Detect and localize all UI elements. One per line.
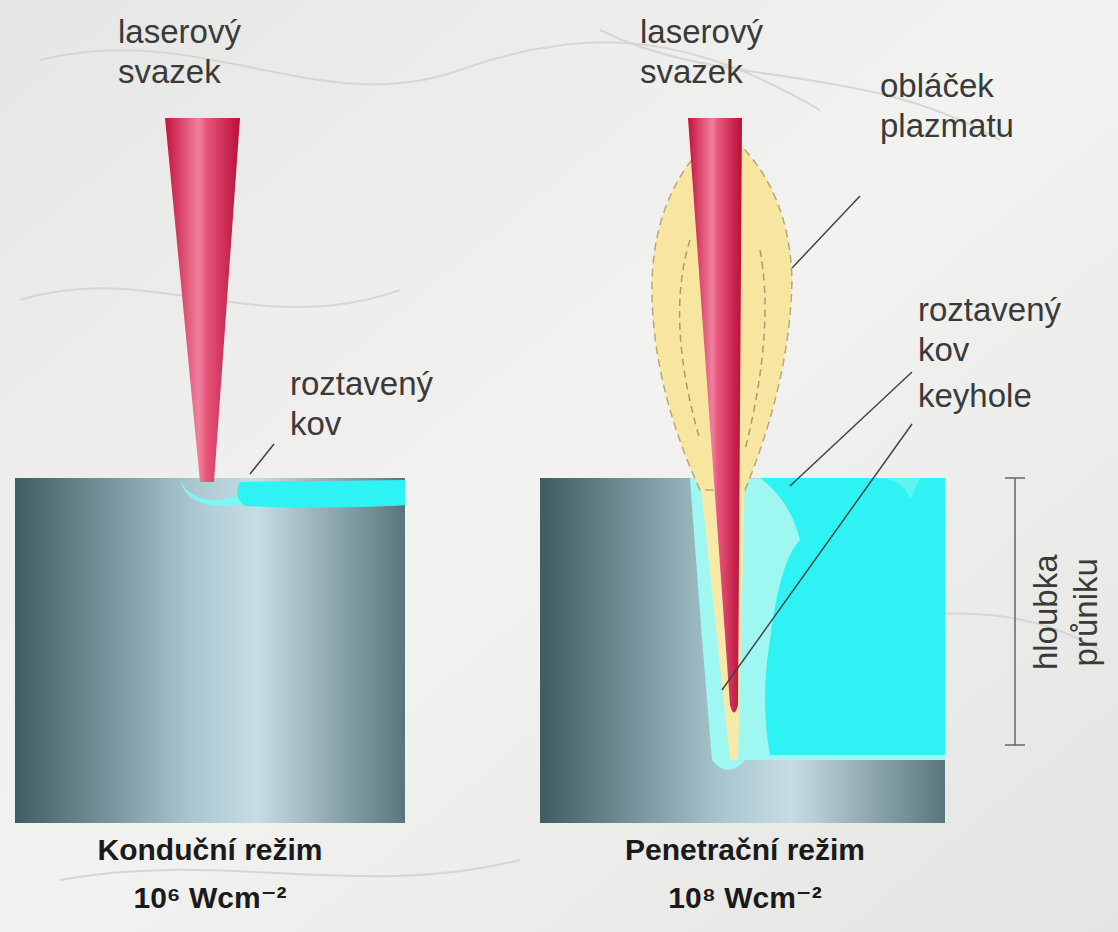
laser-beam (688, 118, 742, 713)
melt-label: roztavený kov (918, 290, 1108, 371)
melt-label: roztavený kov (290, 364, 440, 445)
workpiece-block (15, 478, 405, 823)
mode-title: Konduční režim (97, 832, 322, 869)
plasma-label: obláček plazmatu (880, 66, 1060, 147)
depth-label: hloubka průniku (1026, 537, 1107, 687)
melt-zone (760, 478, 945, 755)
keyhole-label: keyhole (918, 376, 1108, 416)
intensity-value: 10⁶ Wcm⁻² (133, 880, 286, 917)
leader-line (250, 444, 274, 474)
beam-label: laserový svazek (118, 12, 288, 93)
leader-lines (722, 196, 912, 690)
intensity-value: 10⁸ Wcm⁻² (668, 880, 821, 917)
workpiece-block (540, 478, 945, 823)
depth-bracket (1005, 478, 1025, 745)
mode-title: Penetrační režim (625, 832, 865, 869)
melt-surface (780, 478, 920, 500)
melt-pool (237, 480, 405, 508)
laser-beam (165, 118, 240, 482)
beam-label: laserový svazek (640, 12, 810, 93)
